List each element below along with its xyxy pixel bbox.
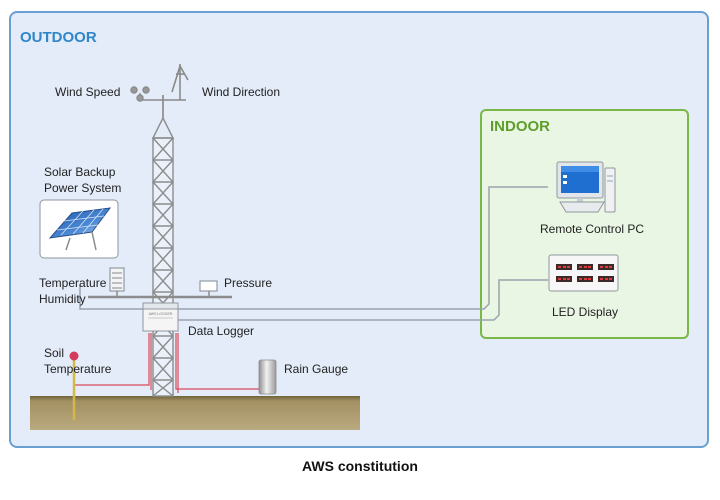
wind-speed-label: Wind Speed [55, 85, 121, 99]
temp-humidity-sensor [109, 267, 125, 292]
tower [151, 137, 175, 397]
solar-panel [39, 199, 119, 259]
comm-cables [79, 186, 548, 321]
led-display-label: LED Display [552, 305, 619, 319]
soil-label-line2: Temperature [44, 362, 112, 376]
led-display-icon [548, 254, 619, 292]
wind-speed-sensor [130, 86, 163, 102]
logger-plate-text: AWS LOGGER [149, 312, 173, 316]
solar-label-line2: Power System [44, 181, 122, 195]
wind-direction-label: Wind Direction [202, 85, 281, 99]
data-logger [142, 302, 179, 332]
pressure-sensor [199, 280, 218, 297]
ground [30, 396, 360, 430]
humidity-label: Humidity [39, 292, 86, 306]
solar-label-line1: Solar Backup [44, 165, 116, 179]
indoor-title: INDOOR [490, 118, 550, 135]
soil-temperature-probe [69, 351, 79, 420]
outdoor-title: OUTDOOR [20, 29, 97, 46]
rain-gauge [258, 359, 277, 395]
remote-pc-label: Remote Control PC [540, 222, 645, 236]
tower-top [151, 116, 175, 139]
data-logger-label: Data Logger [188, 324, 255, 338]
wind-direction-sensor [163, 63, 189, 101]
temperature-label: Temperature [39, 276, 107, 290]
indoor-panel [480, 109, 689, 339]
caption: AWS constitution [302, 458, 418, 474]
pc-icon [556, 161, 616, 213]
soil-label-line1: Soil [44, 346, 65, 360]
rain-gauge-label: Rain Gauge [284, 362, 349, 376]
pressure-label: Pressure [224, 276, 273, 290]
